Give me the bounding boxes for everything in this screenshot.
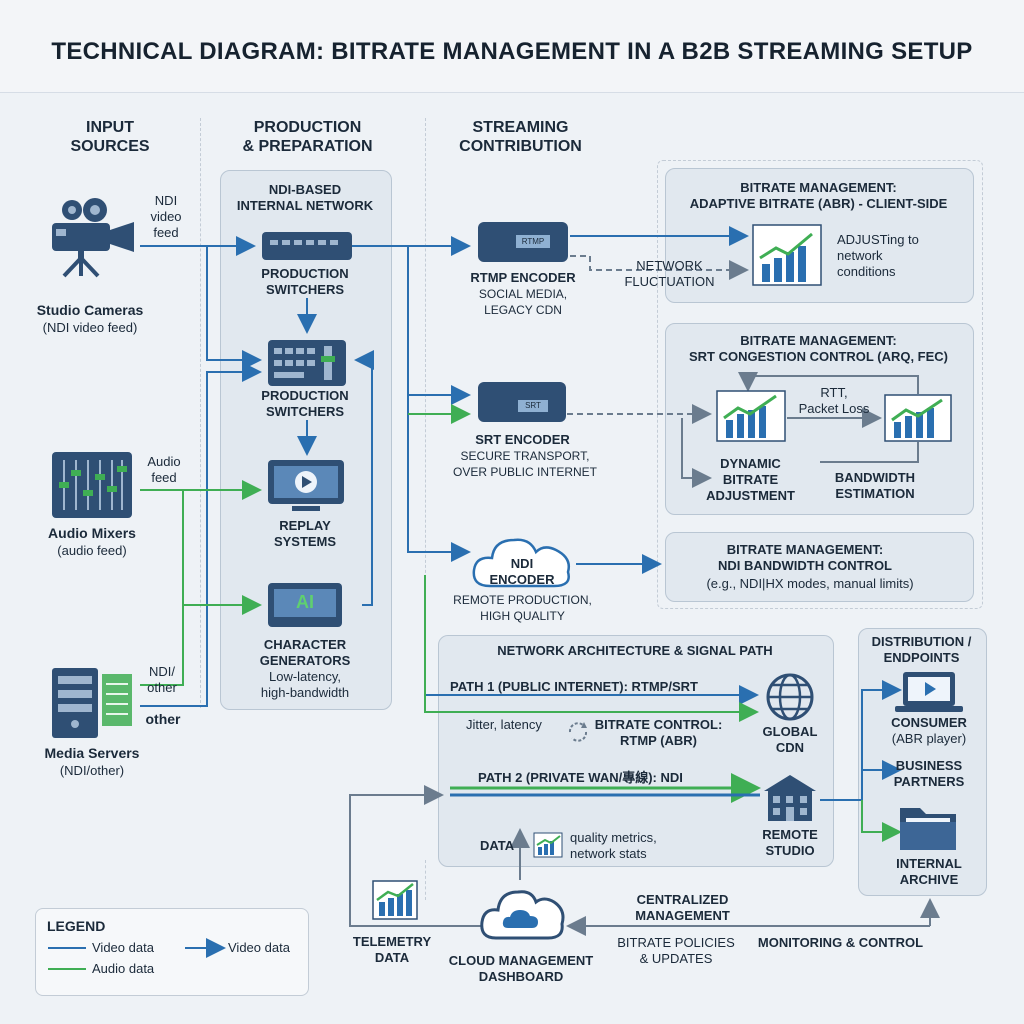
rtt-label: RTT, Packet Loss <box>798 385 870 416</box>
page-title: TECHNICAL DIAGRAM: BITRATE MANAGEMENT IN… <box>51 38 973 65</box>
server-other-label: other <box>145 711 181 727</box>
srt-badge: SRT <box>518 400 548 412</box>
cloud-dashboard-icon <box>480 890 565 940</box>
ai-badge: AI <box>296 592 314 612</box>
consumer-label: CONSUMER <box>891 715 967 730</box>
telemetry-chart-icon <box>372 880 418 920</box>
bitrate-management-area <box>657 160 983 609</box>
centralized-label: CENTRALIZED MANAGEMENT <box>635 892 730 923</box>
column-divider <box>200 118 201 708</box>
ndi-encoder-sub: REMOTE PRODUCTION, HIGH QUALITY <box>453 593 592 623</box>
audio-mixer-icon <box>52 452 132 518</box>
legend-video-2: Video data <box>228 940 290 955</box>
consumer-sub: (ABR player) <box>891 731 967 746</box>
srt-encoder-sub: SECURE TRANSPORT, OVER PUBLIC INTERNET <box>452 449 598 479</box>
path2-label: PATH 2 (PRIVATE WAN/專線): NDI <box>478 770 683 785</box>
ndi-panel-title: BITRATE MANAGEMENT: NDI BANDWIDTH CONTRO… <box>717 542 893 573</box>
audio-mixers-label: Audio Mixers <box>48 525 136 541</box>
monitoring-label: MONITORING & CONTROL <box>757 935 924 950</box>
character-generators-label: CHARACTER GENERATORS <box>259 637 351 668</box>
metrics-label: quality metrics, network stats <box>570 830 657 861</box>
studio-camera-icon <box>52 198 134 278</box>
column-header-input: INPUT SOURCES <box>70 119 150 155</box>
metrics-chart-icon <box>533 832 563 858</box>
replay-monitor-icon <box>268 460 344 511</box>
production-switchers-label-1: PRODUCTION SWITCHERS <box>261 266 349 297</box>
srt-panel-title: BITRATE MANAGEMENT: SRT CONGESTION CONTR… <box>688 333 949 364</box>
network-panel-title: NETWORK ARCHITECTURE & SIGNAL PATH <box>497 643 773 658</box>
business-partners-label: BUSINESS PARTNERS <box>893 758 965 789</box>
rtmp-encoder-title: RTMP ENCODER <box>470 270 576 285</box>
camera-feed-label: NDI video feed <box>150 193 182 240</box>
telemetry-label: TELEMETRY DATA <box>352 934 432 965</box>
column-divider <box>425 118 426 598</box>
path1-label: PATH 1 (PUBLIC INTERNET): RTMP/SRT <box>450 679 698 694</box>
production-switchers-label-2: PRODUCTION SWITCHERS <box>261 388 349 419</box>
column-header-production: PRODUCTION & PREPARATION <box>242 119 373 155</box>
srt-chart-icon-1 <box>716 390 786 442</box>
media-server-icon <box>52 668 132 738</box>
refresh-icon <box>568 722 588 742</box>
ndi-encoder-title: NDI ENCODER <box>489 556 555 587</box>
replay-systems-label: REPLAY SYSTEMS <box>273 518 337 549</box>
jitter-label: Jitter, latency <box>466 717 542 732</box>
remote-studio-building-icon <box>764 775 816 821</box>
audio-feed-label: Audio feed <box>147 454 181 485</box>
ndi-panel-sub: (e.g., NDI|HX modes, manual limits) <box>706 576 914 591</box>
ndi-network-title: NDI-BASED INTERNAL NETWORK <box>236 182 374 213</box>
srt-encoder-icon: SRT <box>478 382 566 422</box>
dashboard-label: CLOUD MANAGEMENT DASHBOARD <box>448 953 594 984</box>
rtmp-encoder-sub: SOCIAL MEDIA, LEGACY CDN <box>478 287 568 317</box>
abr-panel-title: BITRATE MANAGEMENT: ADAPTIVE BITRATE (AB… <box>689 180 948 211</box>
folder-icon <box>900 808 956 850</box>
character-generator-icon: AI <box>268 583 342 627</box>
rtmp-badge: RTMP <box>516 235 550 248</box>
column-header-streaming: STREAMING CONTRIBUTION <box>459 119 582 155</box>
legend-audio: Audio data <box>92 961 155 976</box>
studio-cameras-label: Studio Cameras <box>36 302 144 318</box>
dynamic-bitrate-label: DYNAMIC BITRATE ADJUSTMENT <box>706 456 795 503</box>
policies-label: BITRATE POLICIES & UPDATES <box>617 935 735 966</box>
laptop-icon <box>895 672 963 712</box>
network-panel <box>438 635 834 867</box>
srt-chart-icon-2 <box>884 394 952 442</box>
srt-encoder-title: SRT ENCODER <box>475 432 570 447</box>
media-servers-sub: (NDI/other) <box>59 763 125 778</box>
switcher-console-icon <box>268 340 346 386</box>
bitrate-chart-icon <box>752 224 822 286</box>
rtmp-encoder-icon: RTMP <box>478 222 568 262</box>
bandwidth-estimation-label: BANDWIDTH ESTIMATION <box>834 470 916 501</box>
character-generators-sub: Low-latency, high-bandwidth <box>260 669 350 700</box>
bitrate-control-label: BITRATE CONTROL: RTMP (ABR) <box>594 717 723 748</box>
legend-box <box>35 908 309 996</box>
media-servers-label: Media Servers <box>44 745 140 761</box>
globe-icon <box>766 673 814 721</box>
server-feed-label: NDI/ other <box>147 664 177 695</box>
network-fluctuation-label: NETWORK FLUCTUATION <box>624 258 715 289</box>
global-cdn-label: GLOBAL CDN <box>762 724 818 755</box>
legend-title: LEGEND <box>47 918 106 934</box>
production-switcher-device-icon <box>262 232 352 260</box>
studio-cameras-sub: (NDI video feed) <box>42 320 138 335</box>
cloud-icon <box>472 538 570 588</box>
audio-mixers-sub: (audio feed) <box>57 543 127 558</box>
data-label: DATA <box>480 838 515 853</box>
internal-archive-label: INTERNAL ARCHIVE <box>896 856 962 887</box>
title-bar <box>0 0 1024 93</box>
remote-studio-label: REMOTE STUDIO <box>762 827 818 858</box>
column-divider <box>425 860 426 900</box>
ndi-panel <box>665 532 974 602</box>
distribution-title: DISTRIBUTION / ENDPOINTS <box>871 634 972 665</box>
legend-video-1: Video data <box>92 940 154 955</box>
abr-note: ADJUSTing to network conditions <box>837 232 919 279</box>
